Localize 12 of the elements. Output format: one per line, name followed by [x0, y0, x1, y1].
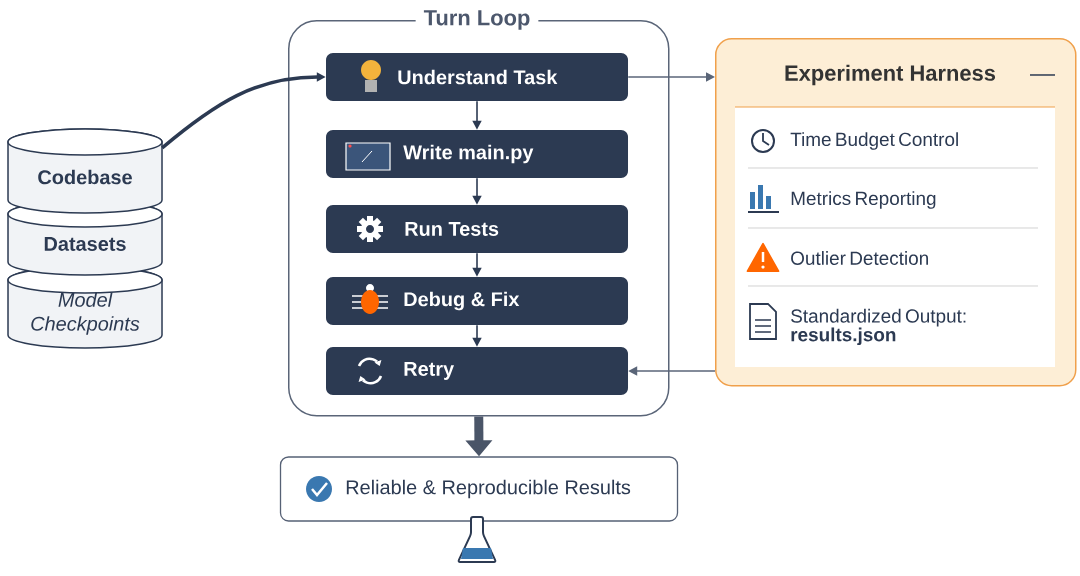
step-box: Retry [326, 347, 628, 395]
list-item: Metrics Reporting [791, 191, 936, 209]
arrow [627, 72, 715, 82]
database-cylinder: Codebase [7, 128, 163, 214]
list-item: Outlier Detection [791, 251, 928, 265]
step-box: Run Tests [326, 205, 628, 253]
list-item: Standardized Output: results.json [791, 308, 966, 346]
step-box: Understand Task [326, 53, 628, 101]
result-box: Reliable & Reproducible Results [279, 456, 679, 522]
step-box: Debug & Fix [326, 277, 628, 325]
panel-title: Experiment Harness [785, 64, 996, 86]
list-item: Time Budget Control [790, 132, 958, 150]
